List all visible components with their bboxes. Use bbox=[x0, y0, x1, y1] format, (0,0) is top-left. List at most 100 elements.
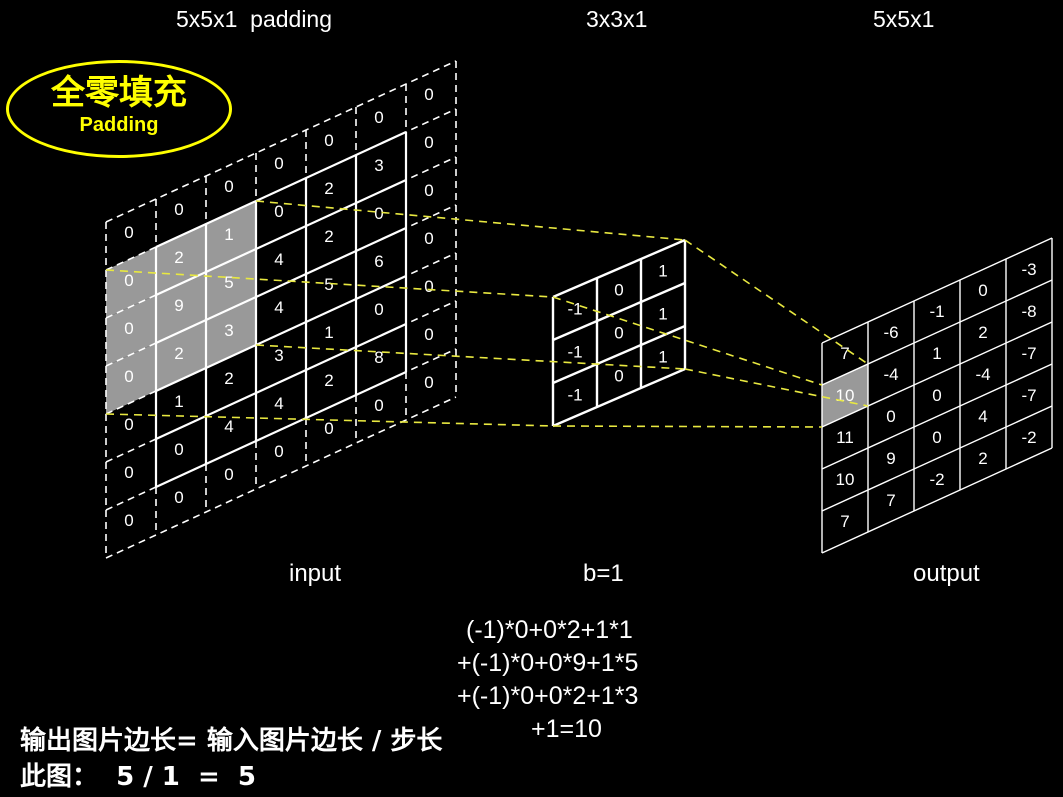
grid-line bbox=[552, 324, 686, 385]
formula-example: 此图： 5 / 1 = 5 bbox=[20, 762, 256, 792]
grid-line bbox=[552, 281, 686, 342]
projection-line bbox=[552, 296, 823, 386]
kernel-cell: 0 bbox=[614, 324, 623, 343]
input-cell: 5 bbox=[224, 273, 233, 292]
output-cell: -4 bbox=[883, 365, 898, 384]
input-cell: 0 bbox=[424, 229, 433, 248]
kernel-cell: 0 bbox=[614, 367, 623, 386]
kernel-cell: 1 bbox=[658, 348, 667, 367]
projection-lines bbox=[105, 200, 869, 428]
grid-line bbox=[821, 447, 1053, 554]
projection-line bbox=[105, 413, 554, 427]
input-cell: 0 bbox=[424, 373, 433, 392]
input-cell: 2 bbox=[324, 179, 333, 198]
output-cell: 7 bbox=[886, 491, 895, 510]
kernel-cell: -1 bbox=[567, 386, 582, 405]
grid-line bbox=[155, 371, 407, 488]
input-label: input bbox=[289, 560, 342, 587]
padding-badge: 全零填充 Padding bbox=[6, 60, 232, 158]
output-cell: -3 bbox=[1021, 260, 1036, 279]
output-cell: 0 bbox=[932, 386, 941, 405]
output-cell: 7 bbox=[840, 344, 849, 363]
input-cell: 0 bbox=[324, 131, 333, 150]
input-cell: 0 bbox=[424, 325, 433, 344]
projection-line bbox=[684, 368, 869, 407]
grid-line bbox=[155, 227, 407, 344]
input-cell: 2 bbox=[174, 248, 183, 267]
output-cell: -7 bbox=[1021, 344, 1036, 363]
input-cell: 4 bbox=[274, 298, 283, 317]
input-cell: 0 bbox=[224, 177, 233, 196]
projection-line bbox=[255, 344, 686, 370]
input-cell: 0 bbox=[424, 133, 433, 152]
input-cell: 4 bbox=[224, 417, 233, 436]
input-cell: 0 bbox=[374, 108, 383, 127]
formula-line-2: +(-1)*0+0*9+1*5 bbox=[457, 649, 639, 677]
input-cell: 2 bbox=[324, 371, 333, 390]
grid-line bbox=[821, 237, 1053, 344]
output-label: output bbox=[913, 560, 980, 587]
output-cell: 0 bbox=[932, 428, 941, 447]
projection-line bbox=[684, 239, 869, 365]
input-cell: 3 bbox=[224, 321, 233, 340]
input-cell: 3 bbox=[374, 156, 383, 175]
formula-caption: 输出图片边长= 输入图片边长 / 步长 bbox=[20, 726, 443, 756]
output-header: 5x5x1 bbox=[873, 6, 935, 32]
kernel-grid: -1 0 1 -1 0 1 -1 0 1 bbox=[551, 238, 687, 428]
grid-line bbox=[821, 363, 1053, 470]
grid-line bbox=[821, 279, 1053, 386]
input-cell: 0 bbox=[124, 463, 133, 482]
output-cell: 9 bbox=[886, 449, 895, 468]
grid-line bbox=[552, 367, 686, 428]
kernel-cell: 1 bbox=[658, 262, 667, 281]
projection-line bbox=[552, 425, 823, 428]
input-cell: 0 bbox=[424, 181, 433, 200]
projection-line bbox=[105, 269, 554, 298]
output-cell: 7 bbox=[840, 512, 849, 531]
input-cell: 0 bbox=[124, 511, 133, 530]
grid-line bbox=[155, 323, 407, 440]
input-cell: 0 bbox=[324, 419, 333, 438]
kernel-cell: 0 bbox=[614, 281, 623, 300]
input-cell: 0 bbox=[274, 442, 283, 461]
input-cell: 0 bbox=[424, 277, 433, 296]
projection-line bbox=[255, 200, 686, 241]
output-cell: 4 bbox=[978, 407, 987, 426]
bias-label: b=1 bbox=[583, 560, 624, 587]
input-cell: 0 bbox=[124, 319, 133, 338]
input-grid: 0000000021023009542000234560012310000442… bbox=[105, 60, 457, 559]
input-header: 5x5x1 padding bbox=[176, 6, 333, 32]
grid-line bbox=[821, 405, 1053, 512]
input-cell: 1 bbox=[224, 225, 233, 244]
output-cell: -7 bbox=[1021, 386, 1036, 405]
input-cell: 0 bbox=[124, 367, 133, 386]
kernel-header: 3x3x1 bbox=[586, 6, 648, 32]
grid-line bbox=[155, 131, 407, 248]
badge-subtitle: Padding bbox=[79, 114, 159, 136]
input-cell: 1 bbox=[324, 323, 333, 342]
kernel-cell: 1 bbox=[658, 305, 667, 324]
grid-line bbox=[155, 275, 407, 392]
output-cell: 0 bbox=[978, 281, 987, 300]
input-cell: 0 bbox=[224, 465, 233, 484]
input-cell: 0 bbox=[374, 396, 383, 415]
input-cell: 1 bbox=[174, 392, 183, 411]
output-cell: -1 bbox=[929, 302, 944, 321]
kernel-cell: -1 bbox=[567, 300, 582, 319]
input-cell: 0 bbox=[124, 223, 133, 242]
input-cell: 0 bbox=[424, 85, 433, 104]
output-cell: 2 bbox=[978, 323, 987, 342]
input-cell: 9 bbox=[174, 296, 183, 315]
kernel-cell: -1 bbox=[567, 343, 582, 362]
output-cell: 0 bbox=[886, 407, 895, 426]
grid-line bbox=[105, 60, 457, 223]
input-cell: 4 bbox=[274, 250, 283, 269]
input-cell: 0 bbox=[174, 488, 183, 507]
output-cell: -2 bbox=[1021, 428, 1036, 447]
grid-line bbox=[821, 321, 1053, 428]
formula-line-1: (-1)*0+0*2+1*1 bbox=[466, 616, 633, 644]
input-cell: 0 bbox=[274, 154, 283, 173]
input-cell: 2 bbox=[224, 369, 233, 388]
